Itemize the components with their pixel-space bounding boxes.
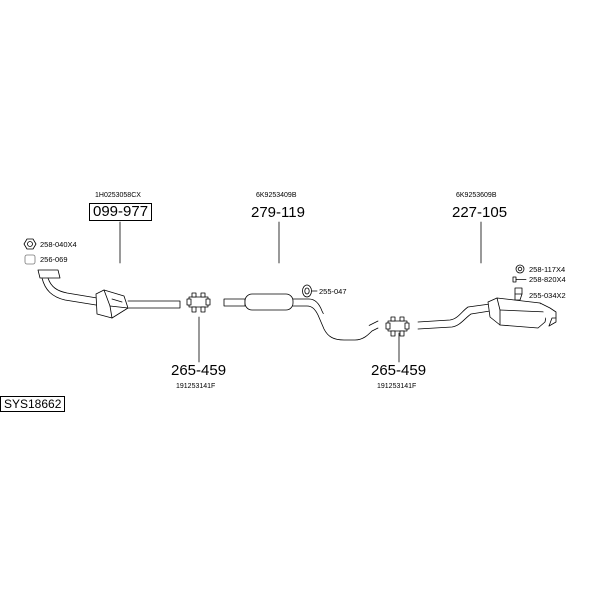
part-number-middle-silencer[interactable]: 279-119 <box>251 204 305 221</box>
small-part-label-hanger[interactable]: 255-034X2 <box>529 291 566 300</box>
clamp-part-2 <box>385 316 410 337</box>
small-part-label-rubber-ring[interactable]: 255-047 <box>319 287 347 296</box>
oem-number-catalyst: 1H0253058CX <box>95 192 141 199</box>
hanger-icon <box>514 287 523 301</box>
small-part-label-nut[interactable]: 258-040X4 <box>40 240 77 249</box>
nut-icon <box>23 238 37 250</box>
system-id-label: SYS18662 <box>0 396 66 412</box>
oem-number-rear-silencer: 6K9253609B <box>456 192 497 199</box>
bolt-icon <box>512 276 527 283</box>
middle-silencer-part <box>223 293 379 341</box>
catalytic-converter-part <box>37 269 181 319</box>
rubber-ring-icon <box>302 284 312 298</box>
clamp-part-1 <box>186 292 211 313</box>
washer-icon <box>515 264 525 274</box>
gasket-icon <box>24 254 36 265</box>
part-number-catalyst[interactable]: 099-977 <box>89 203 153 221</box>
part-number-clamp-2[interactable]: 265-459 <box>371 362 427 379</box>
small-part-label-washer[interactable]: 258-117X4 <box>529 265 566 274</box>
oem-number-clamp-1: 191253141F <box>176 383 216 390</box>
small-part-label-bolt[interactable]: 258-820X4 <box>529 275 566 284</box>
small-part-label-gasket[interactable]: 256-069 <box>40 255 68 264</box>
oem-number-clamp-2: 191253141F <box>377 383 417 390</box>
rear-silencer-part <box>417 297 557 330</box>
oem-number-middle-silencer: 6K9253409B <box>256 192 297 199</box>
part-number-rear-silencer[interactable]: 227-105 <box>452 204 508 221</box>
part-number-clamp-1[interactable]: 265-459 <box>171 362 227 379</box>
